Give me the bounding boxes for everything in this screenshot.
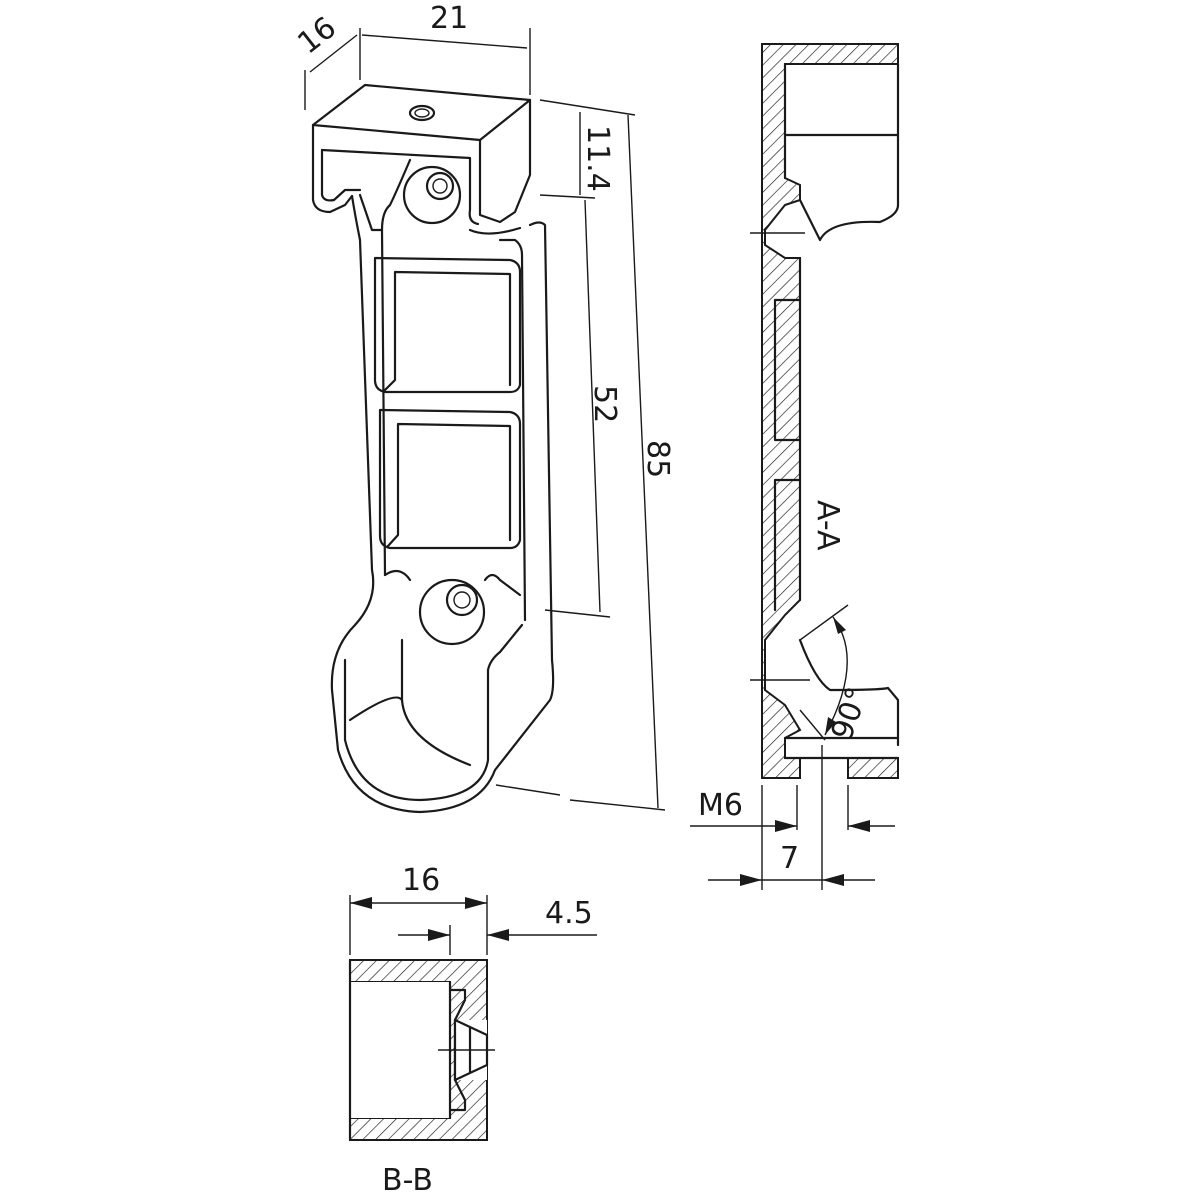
dim-hole-spacing-52: 52 [587,385,622,423]
dim-wall-4-5: 4.5 [545,896,593,931]
dim-total-height-85: 85 [640,440,675,478]
bracket-isometric-view [311,83,561,814]
dim-width-21: 21 [430,1,468,36]
angle-90-degrees: 90° [825,683,876,745]
section-a-label: A-A [810,500,845,551]
section-b-b: 16 4.5 B-B [348,863,597,1198]
section-b-label: B-B [382,1163,433,1198]
section-a-a: A-A 90° M6 7 [690,43,900,890]
thread-m6: M6 [698,788,743,823]
dim-top-hole-11-4: 11.4 [580,125,615,192]
dim-depth-16: 16 [291,10,343,61]
dim-width-16: 16 [402,863,440,898]
dim-offset-7: 7 [780,841,799,876]
main-dimensions: 16 21 11.4 52 85 [291,1,675,811]
